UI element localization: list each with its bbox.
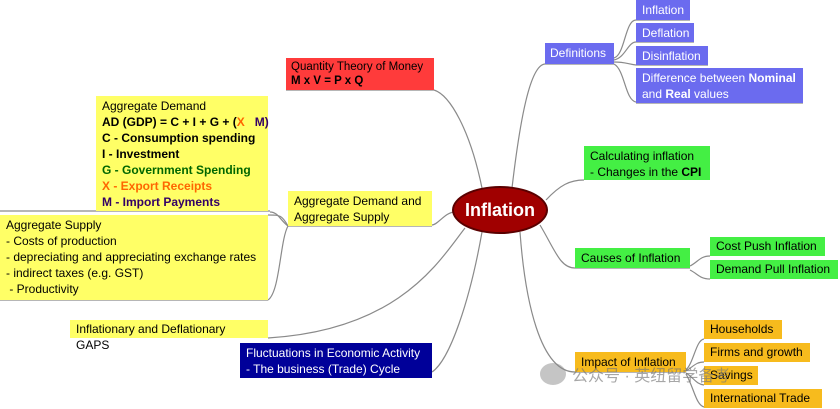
impact-item-label: Households [710,322,774,336]
ad-as-line1: Aggregate Demand and [294,194,422,208]
aggregate-supply-node: Aggregate Supply - Costs of production -… [0,215,268,300]
definition-item-label: Inflation [642,3,685,17]
causes-of-inflation-node: Causes of Inflation [575,248,690,268]
fluctuations-node: Fluctuations in Economic Activity - The … [240,343,432,378]
watermark-text: 公众号 · 英纽留学备考 [572,368,731,385]
definition-item-inflation: Inflation [636,0,690,20]
calculating-inflation-node: Calculating inflation - Changes in the C… [584,146,710,180]
demand-pull-label: Demand Pull Inflation [716,262,831,276]
calculating-cpi: CPI [681,165,702,179]
ad-formula-prefix: AD (GDP) = C + I + G + ( [102,115,237,129]
aggregate-supply-item: - indirect taxes (e.g. GST) [6,266,144,280]
definitions-label: Definitions [550,46,607,60]
aggregate-supply-item: - depreciating and appreciating exchange… [6,250,257,264]
wechat-icon [540,363,566,385]
ad-formula-m: M) [254,115,269,129]
aggregate-supply-title: Aggregate Supply [6,218,102,232]
definition-item-disinflation: Disinflation [636,46,708,65]
aggregate-demand-node: Aggregate Demand AD (GDP) = C + I + G + … [96,96,269,211]
cost-push-label: Cost Push Inflation [716,239,817,253]
definition-item-label: Disinflation [642,49,701,63]
difference-suffix: values [690,87,729,101]
watermark: 公众号 · 英纽留学备考 [540,362,730,386]
impact-item-label: Firms and growth [710,345,803,359]
aggregate-supply-item: - Costs of production [6,234,117,248]
aggregate-supply-item: - Productivity [6,282,79,296]
difference-prefix: Difference between [642,71,749,85]
fluctuations-line2: - The business (Trade) Cycle [246,362,401,376]
ad-investment: I - Investment [102,147,180,161]
causes-label: Causes of Inflation [581,251,681,265]
central-topic-inflation: Inflation [452,186,548,234]
impact-firms-node: Firms and growth [704,343,810,362]
gaps-label: Inflationary and Deflationary GAPS [76,322,226,352]
aggregate-demand-title: Aggregate Demand [102,99,207,113]
aggregate-demand-supply-node: Aggregate Demand and Aggregate Supply [288,191,432,226]
difference-nominal: Nominal [748,71,796,85]
ad-imports: M - Import Payments [102,195,221,209]
impact-of-inflation-node: Impact of Inflation [575,352,686,372]
ad-government: G - Government Spending [102,163,251,177]
impact-item-label: Savings [710,368,753,382]
impact-item-label: International Trade [710,391,811,405]
ad-as-line2: Aggregate Supply [294,210,390,224]
calculating-line1: Calculating inflation [590,149,695,163]
quantity-theory-formula: M x V = P x Q [291,75,364,87]
quantity-theory-node: Quantity Theory of Money M x V = P x Q [286,58,434,90]
impact-label: Impact of Inflation [581,355,676,369]
ad-exports: X - Export Receipts [102,179,213,193]
demand-pull-inflation-node: Demand Pull Inflation [710,260,838,279]
definition-item-deflation: Deflation [636,23,694,42]
fluctuations-line1: Fluctuations in Economic Activity [246,346,421,360]
definitions-node: Definitions [545,43,614,64]
ad-formula-x: X [236,115,245,129]
ad-consumption: C - Consumption spending [102,131,256,145]
difference-and: and [642,87,666,101]
difference-real: Real [665,87,691,101]
impact-international-trade-node: International Trade [704,389,822,408]
impact-savings-node: Savings [704,366,758,385]
impact-households-node: Households [704,320,782,339]
calculating-line2-prefix: - Changes in the [590,165,682,179]
definition-item-difference: Difference between Nominal and Real valu… [636,68,803,103]
central-topic-label: Inflation [465,199,535,220]
quantity-theory-title: Quantity Theory of Money [291,61,424,73]
definition-item-label: Deflation [642,26,690,40]
cost-push-inflation-node: Cost Push Inflation [710,237,825,256]
gaps-node: Inflationary and Deflationary GAPS [70,320,268,352]
